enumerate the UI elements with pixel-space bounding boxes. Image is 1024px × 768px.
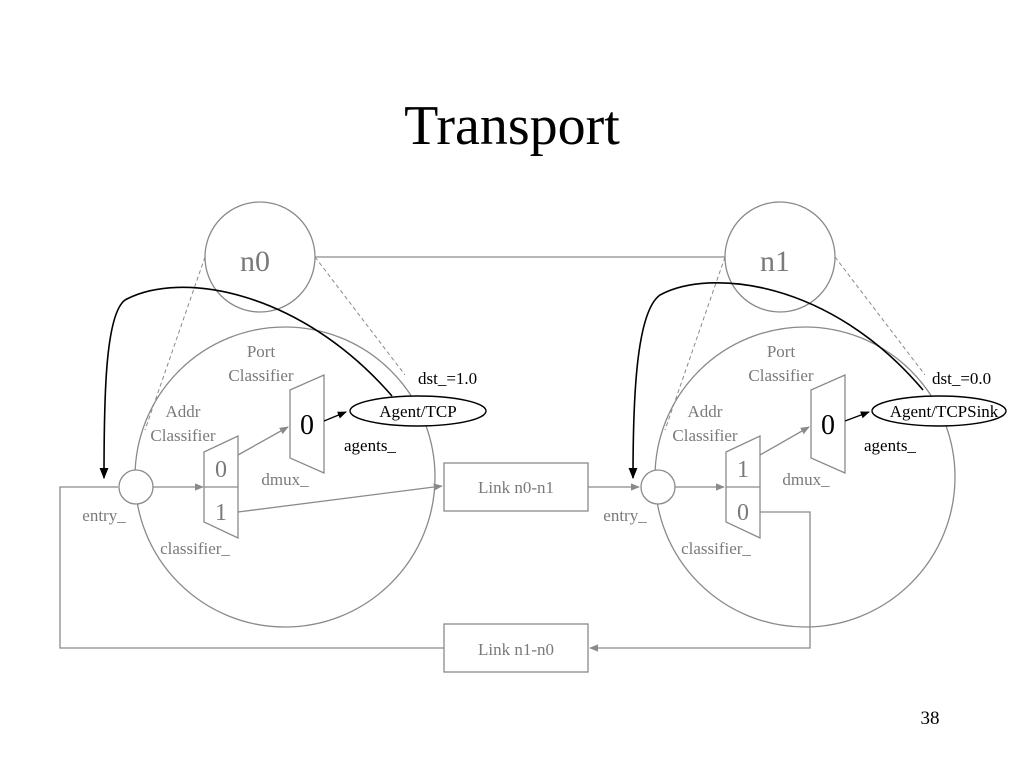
n0-classifier-label: classifier_ <box>160 539 230 558</box>
link-n0-n1[interactable] <box>443 462 589 512</box>
n1-zoom-line-right <box>834 256 926 376</box>
n1-addr-classifier-label-2: Classifier <box>672 426 737 445</box>
n1-addr-slot-0: 1 <box>737 457 749 483</box>
n1-port-slot: 0 <box>821 410 835 441</box>
n0-addr-slot-1: 1 <box>215 500 227 526</box>
n0-entry-point <box>118 469 154 505</box>
link-n0-n1-label: Link n0-n1 <box>478 478 554 497</box>
n0-entry-label: entry_ <box>82 506 126 525</box>
n1-slot0-to-link-path <box>589 511 811 652</box>
n1-agent-label: Agent/TCPSink <box>890 402 999 421</box>
n1-agent-to-entry-arrow <box>628 281 924 480</box>
n1-entry-label: entry_ <box>603 506 647 525</box>
n1-port-classifier-label-1: Port <box>767 342 796 361</box>
node-n0-label: n0 <box>240 245 270 278</box>
n0-agents-label: agents_ <box>344 436 396 455</box>
n1-dmux-to-agent <box>844 411 870 422</box>
n0-port-classifier-dmux <box>289 374 325 474</box>
n0-slot1-to-link <box>237 483 443 513</box>
link-n1-n0-label: Link n1-n0 <box>478 640 554 659</box>
n0-dmux-label: dmux_ <box>261 470 309 489</box>
n0-addr-slot-0: 0 <box>215 457 227 483</box>
n1-agents-label: agents_ <box>864 436 916 455</box>
link-n1-n0[interactable] <box>443 623 589 673</box>
n1-entry-point <box>640 469 676 505</box>
n1-addr-slot-1: 0 <box>737 500 749 526</box>
n1-zoom-line-left <box>664 256 726 431</box>
n1-agent-dst: dst_=0.0 <box>932 369 991 388</box>
n0-dmux-to-agent <box>323 411 347 422</box>
n1-port-classifier-label-2: Classifier <box>748 366 813 385</box>
n0-addr-classifier-label-2: Classifier <box>150 426 215 445</box>
n0-port-classifier-label-2: Classifier <box>228 366 293 385</box>
link-n1-n0-to-n0-entry-path <box>59 486 444 649</box>
n0-zoom-line-right <box>314 256 406 376</box>
n1-agent-tcpsink[interactable] <box>871 395 1007 427</box>
n1-slot1-to-dmux <box>759 426 810 456</box>
n0-agent-label: Agent/TCP <box>379 402 456 421</box>
n0-zoom-line-left <box>144 256 206 431</box>
page-number: 38 <box>920 708 940 729</box>
n1-port-classifier-dmux <box>810 374 846 474</box>
n0-port-slot: 0 <box>300 410 314 441</box>
n0-agent-tcp[interactable] <box>349 395 487 427</box>
n1-addr-classifier-label-1: Addr <box>688 402 723 421</box>
n0-slot0-to-dmux <box>237 426 289 456</box>
n0-agent-dst: dst_=1.0 <box>418 369 477 388</box>
n1-dmux-label: dmux_ <box>782 470 830 489</box>
node-n1-label: n1 <box>760 245 790 278</box>
slide-title: Transport <box>404 95 620 157</box>
n0-agent-to-entry-arrow <box>99 286 393 480</box>
n0-addr-classifier-label-1: Addr <box>166 402 201 421</box>
n1-classifier-label: classifier_ <box>681 539 751 558</box>
n0-port-classifier-label-1: Port <box>247 342 276 361</box>
